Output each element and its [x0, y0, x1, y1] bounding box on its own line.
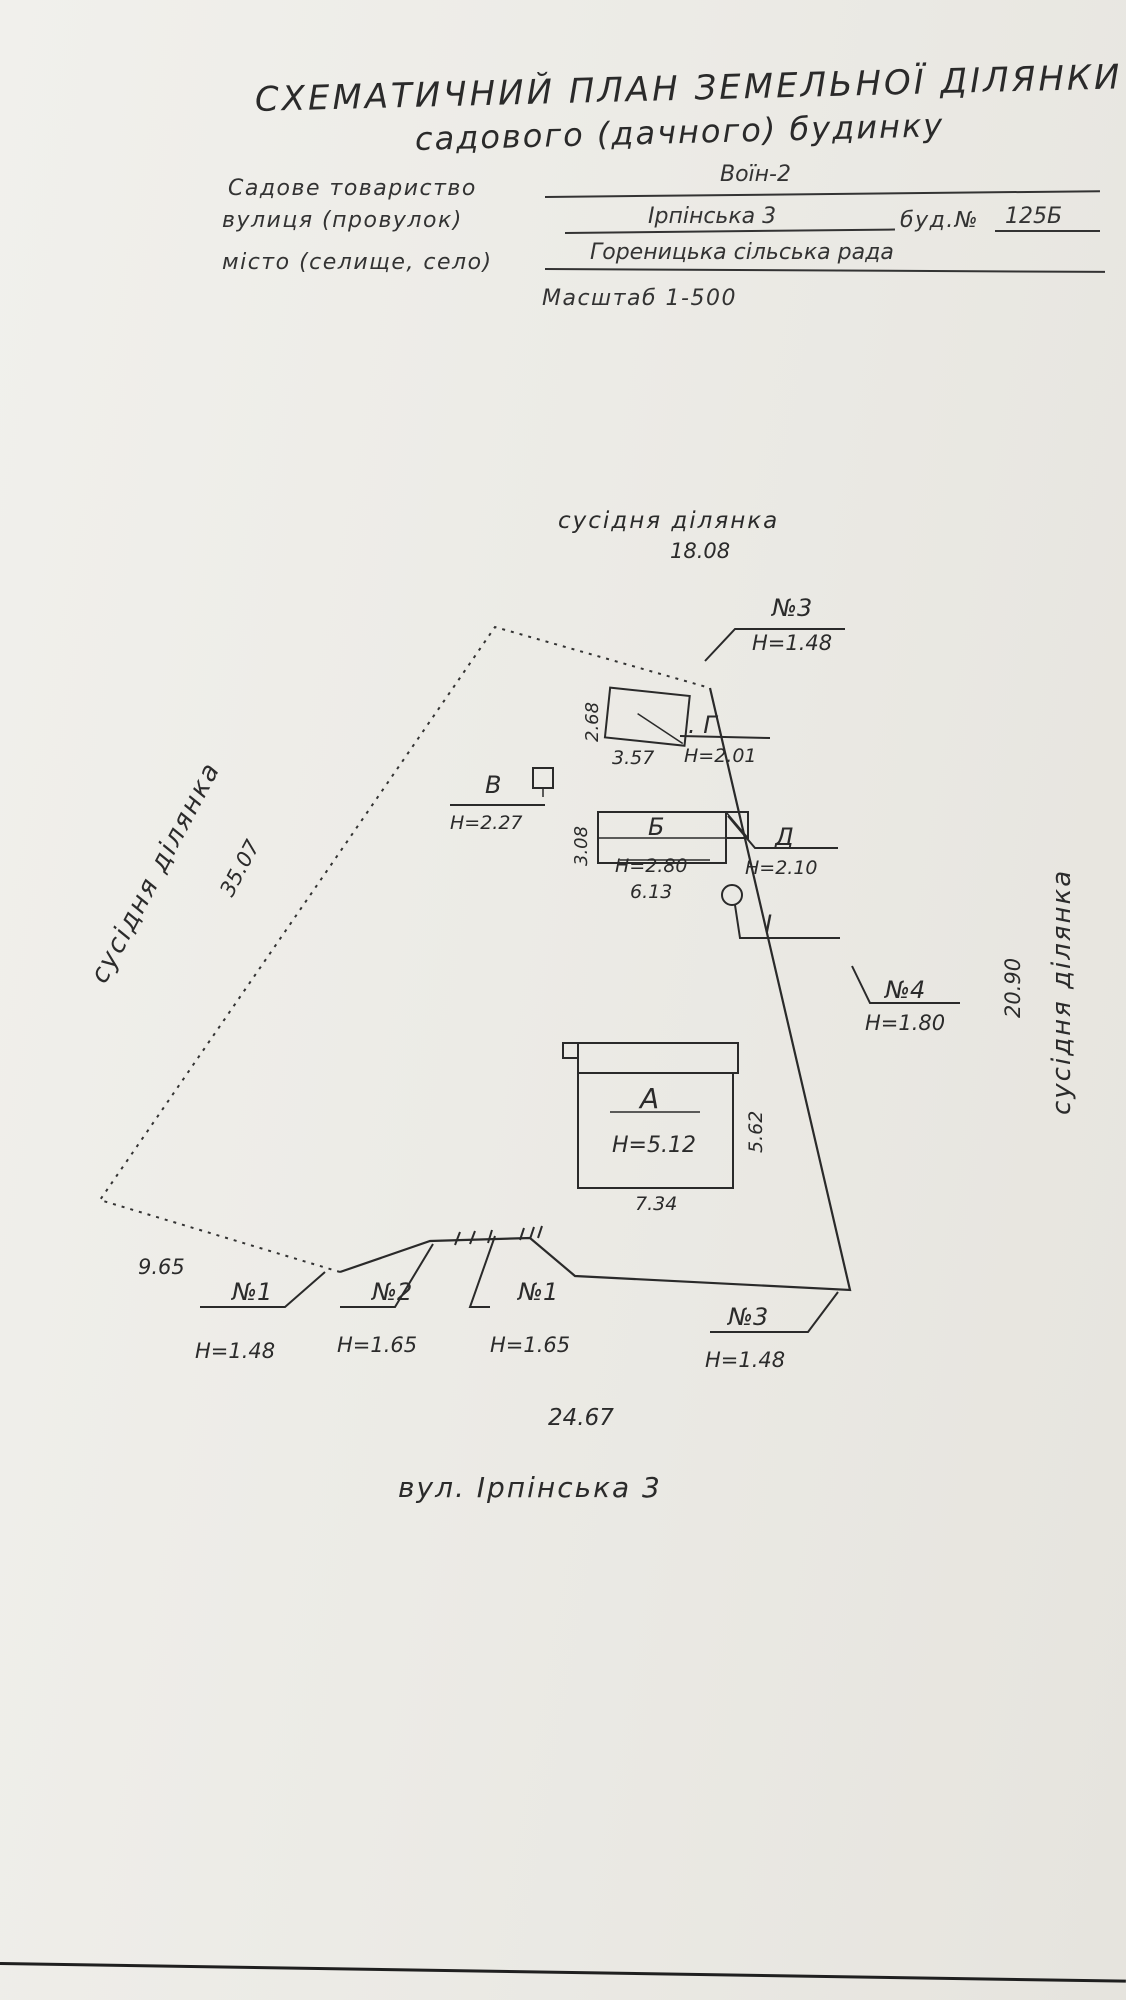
city-label: місто (селище, село) [222, 250, 493, 275]
building-a-depth: 5.62 [745, 1111, 767, 1153]
building-g-width: 3.57 [612, 747, 654, 769]
bottom-left-length: 9.65 [138, 1255, 185, 1279]
neighbor-top-length: 18.08 [670, 539, 730, 563]
building-g-outline [603, 686, 691, 747]
building-a-letter: А [638, 1082, 659, 1115]
street-label: вулиця (провулок) [222, 208, 463, 233]
fence-bottom-1-height: Н=1.48 [195, 1339, 275, 1363]
building-b-depth: 3.08 [571, 826, 592, 866]
scale-label: Масштаб 1-500 [542, 286, 737, 311]
neighbor-right-length: 20.90 [1001, 958, 1025, 1018]
building-a-width: 7.34 [635, 1193, 677, 1215]
building-underline [995, 230, 1100, 232]
building-g-letter: . Г [688, 711, 718, 739]
bottom-length: 24.67 [548, 1405, 614, 1431]
well-i-symbol [721, 884, 743, 906]
building-b-height: Н=2.80 [615, 855, 688, 877]
society-label: Садове товариство [228, 176, 477, 201]
building-a-annex [577, 1042, 739, 1074]
street-name: вул. Ірпінська 3 [398, 1471, 662, 1504]
fence-bottom-3-number: №1 [516, 1278, 558, 1306]
fence-bottom-4-number: №3 [726, 1303, 768, 1331]
building-d-height: Н=2.10 [745, 857, 818, 879]
well-i-letter: I [765, 910, 772, 938]
building-v-outline [532, 767, 554, 789]
neighbor-right-label: сусідня ділянка [1047, 869, 1077, 1115]
building-value: 125Б [1005, 204, 1063, 229]
plot-boundary-solid [339, 687, 852, 1292]
fence-right-number: №4 [883, 976, 925, 1004]
neighbor-top-label: сусідня ділянка [558, 508, 779, 534]
building-a-height: Н=5.12 [612, 1133, 696, 1158]
neighbor-left-label: сусідня ділянка [85, 757, 227, 988]
building-g-depth: 2.68 [582, 702, 603, 742]
fence-bottom-4-height: Н=1.48 [705, 1348, 785, 1372]
fence-bottom-2-height: Н=1.65 [337, 1333, 417, 1357]
building-v-height: Н=2.27 [450, 812, 523, 834]
neighbor-left-length: 35.07 [215, 835, 265, 900]
building-label: буд.№ [900, 208, 980, 233]
fence-top-number: №3 [770, 594, 812, 622]
fence-right-height: Н=1.80 [865, 1011, 945, 1035]
fence-bottom-2-number: №2 [370, 1278, 412, 1306]
street-value: Ірпінська 3 [648, 204, 777, 229]
fence-top-height: Н=1.48 [752, 631, 832, 655]
building-v-letter: В [485, 771, 501, 799]
building-b-letter: Б [648, 813, 664, 841]
building-b-width: 6.13 [630, 881, 672, 903]
fence-bottom-1-number: №1 [230, 1278, 272, 1306]
city-value: Гореницька сільська рада [590, 240, 894, 265]
plot-boundary-neighbor-dotted [98, 625, 711, 1273]
society-value: Воїн-2 [720, 162, 791, 187]
building-g-height: Н=2.01 [684, 745, 757, 767]
fence-bottom-3-height: Н=1.65 [490, 1333, 570, 1357]
building-d-outline [725, 811, 749, 839]
building-a-outline [577, 1072, 734, 1189]
building-d-letter: Д [774, 823, 794, 851]
